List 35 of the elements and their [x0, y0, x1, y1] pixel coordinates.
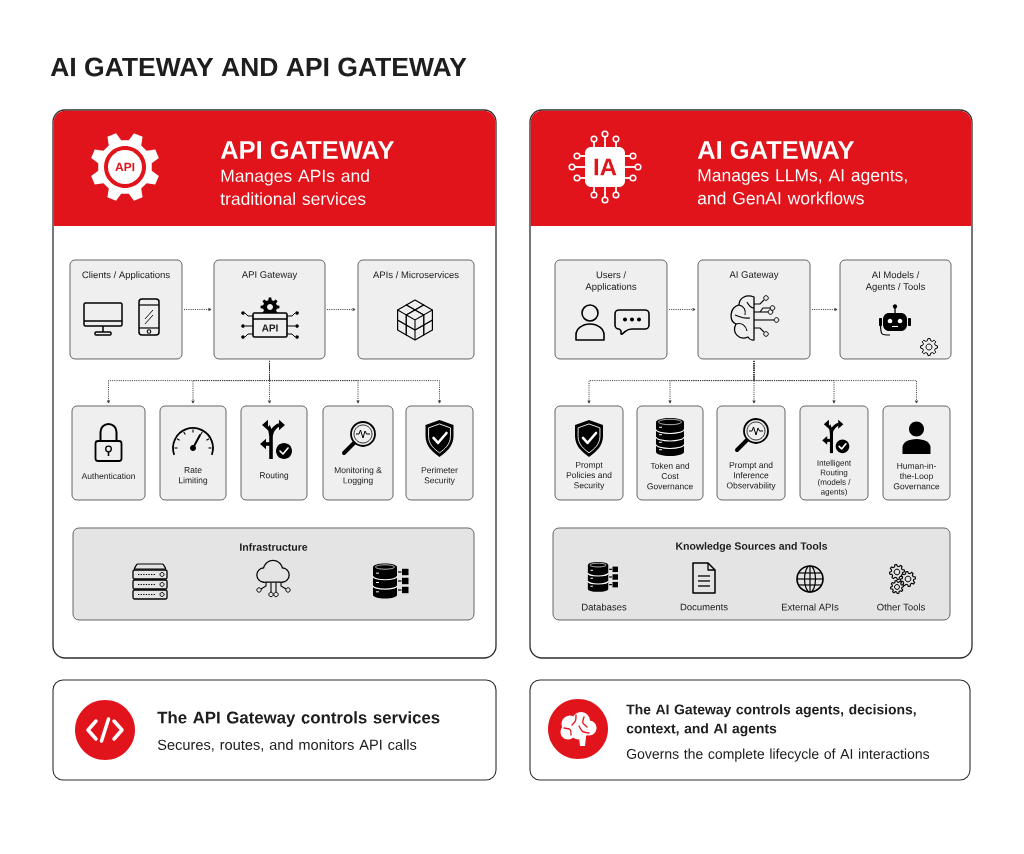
arrow	[811, 308, 838, 311]
arrow	[269, 360, 441, 404]
icon-text: API	[115, 162, 135, 172]
panel-subtitle: Manages LLMs, AI agents, and GenAI workflows	[697, 169, 907, 205]
arrow	[183, 308, 212, 311]
component-box: Clients / Applications	[69, 259, 183, 360]
arrow	[326, 308, 356, 311]
source-label: External APIs	[782, 603, 839, 611]
feature-box: Human-in-the-Loop Governance	[882, 405, 951, 501]
panel-title: API GATEWAY	[220, 140, 395, 159]
arrow	[753, 360, 918, 404]
feature-box: Intelligent Routing (models / agents)	[799, 405, 869, 501]
layer-box: Infrastructure	[72, 527, 475, 621]
icon-text: IA	[594, 158, 617, 176]
feature-box: Prompt and Inference Observability	[716, 405, 786, 501]
source-label: Documents	[680, 603, 728, 611]
feature-box: Routing	[240, 405, 308, 501]
card-heading: The AI Gateway controls agents, decisions, context, and AI agents	[626, 704, 916, 737]
component-box: AI Gateway	[697, 259, 811, 360]
feature-box: Rate Limiting	[159, 405, 227, 501]
component-box: AI Models / Agents / Tools	[839, 259, 952, 360]
source-label: Other Tools	[877, 603, 925, 611]
feature-box: Monitoring & Logging	[322, 405, 394, 501]
component-box: APIs / Microservices	[357, 259, 475, 360]
icon-text: API	[261, 324, 278, 332]
panel-subtitle: Manages APIs and traditional services	[220, 169, 369, 206]
arrow	[668, 308, 696, 311]
source-label: Databases	[582, 603, 627, 611]
card-text: Secures, routes, and monitors API calls	[157, 739, 417, 752]
feature-box: Authentication	[71, 405, 146, 501]
page-title: AI GATEWAY AND API GATEWAY	[50, 57, 467, 77]
panel-title: AI GATEWAY	[697, 140, 855, 159]
card-heading: The API Gateway controls services	[157, 711, 440, 727]
component-box: Users / Applications	[554, 259, 668, 360]
card-text: Governs the complete lifecycle of AI interactions	[626, 748, 930, 762]
